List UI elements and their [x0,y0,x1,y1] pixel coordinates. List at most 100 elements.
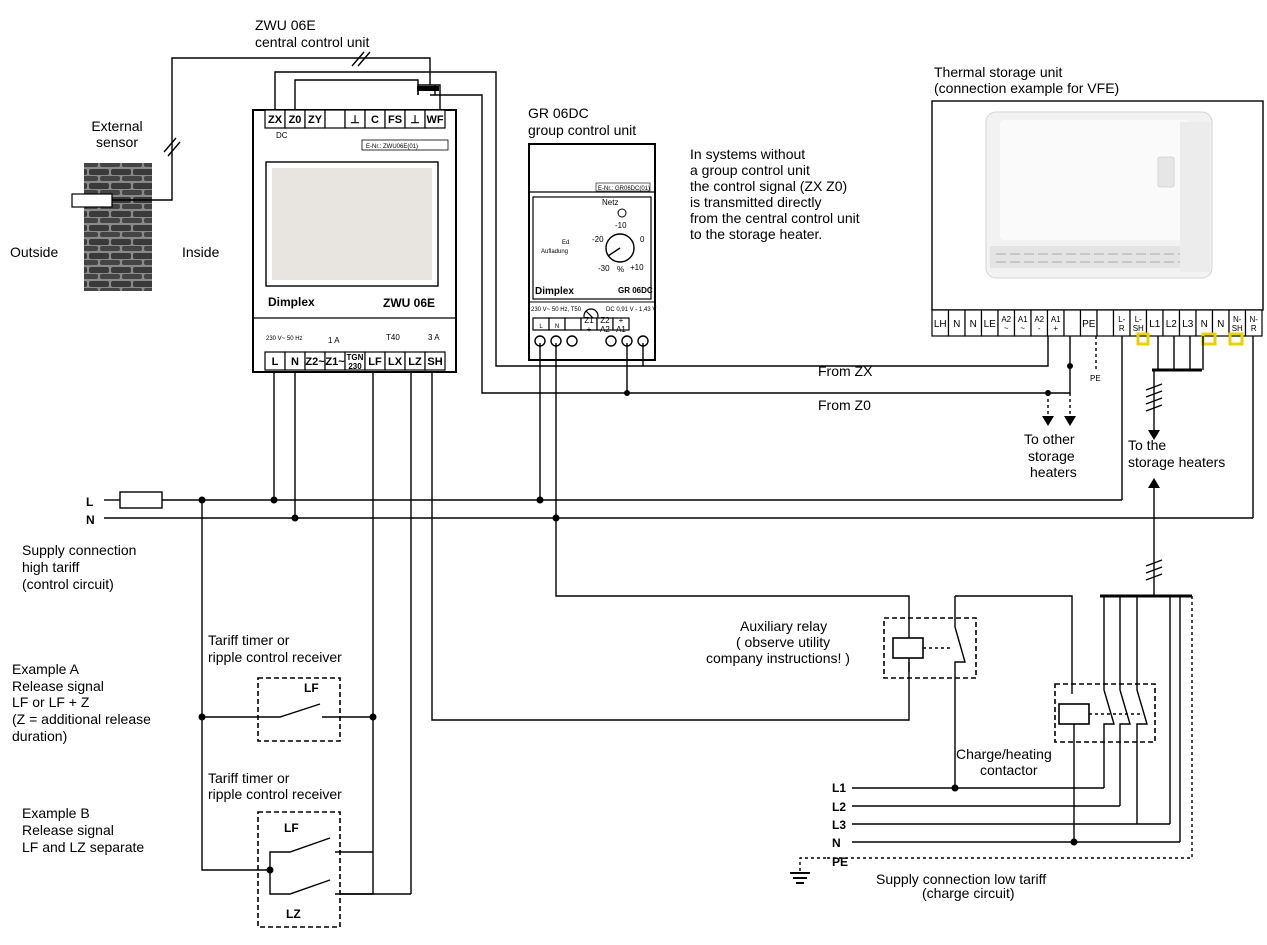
gr-subtitle: group control unit [528,122,636,138]
gr-terminal [564,317,582,331]
gr-scale-percent: % [617,265,624,274]
storage-terminal-label: LE [984,319,997,330]
contactor-coil [1058,703,1090,725]
zwu-bottom-terminal-label: LF [368,356,382,368]
tariff-timer-a-2: ripple control receiver [208,649,342,665]
gr-terminal-label: + [587,325,592,334]
outside-label: Outside [10,244,58,260]
zwu-bottom-terminal [424,351,446,371]
gr-terminal-label: A2 [600,325,610,334]
gr-scale-zero: 0 [640,235,645,244]
zwu-top-terminal-label: ⊥ [410,114,420,126]
gr-model: GR 06DC [618,286,653,295]
storage-terminal-label: SH [1232,324,1243,333]
tariff-timer-a-1: Tariff timer or [208,632,290,648]
zwu-top-terminal [324,109,346,129]
zwu-fuse2: 3 A [428,333,440,342]
zwu-top-terminal-label: C [371,114,379,126]
storage-terminal-label: LH [934,319,947,330]
example-b-label-3: LF and LZ separate [22,839,144,855]
example-a-label-4: (Z = additional release [12,711,151,727]
gr-rating-2: DC 0,91 V - 1,43 V [606,307,656,313]
from-z0-label: From Z0 [818,397,871,413]
storage-pe-label: PE [1090,374,1101,383]
note-line-1: In systems without [690,146,805,162]
storage-terminal [1244,309,1263,337]
gr-rating-1: 230 V~ 50 Hz, T50 [531,307,582,313]
storage-terminal-label: L2 [1166,319,1178,330]
storage-terminal-label: L3 [1182,319,1194,330]
to-other-label-2: storage [1028,448,1075,464]
supply-high-label-1: Supply connection [22,542,136,558]
line-l-label: L [86,495,93,509]
zwu-subtitle: central control unit [255,34,370,50]
tariff-timer-b-1: Tariff timer or [208,770,290,786]
storage-terminal-label: L1 [1149,319,1161,330]
zwu-top-terminal-label: ZX [268,114,283,126]
fuse [119,491,163,509]
note-line-2: a group control unit [690,162,810,178]
note-line-5: from the central control unit [690,210,860,226]
unit-wires [198,343,910,895]
zwu-top-terminal [424,109,446,129]
gr-terminal-label: + [619,316,624,325]
note-line-3: the control signal (ZX Z0) [690,178,847,194]
from-zx-label: From ZX [818,363,873,379]
zwu-bottom-terminal-label: LX [388,356,403,368]
storage-terminal-label: N [953,319,960,330]
storage-terminal-label: N- [1250,315,1259,324]
storage-wiring: To other storage heaters To the storage … [1024,332,1254,596]
gr-brand: Dimplex [535,286,574,297]
note-line-4: is transmitted directly [690,194,821,210]
external-sensor [71,193,113,208]
lf-label-b: LF [284,821,299,835]
gr-dial-label-1: Ed [562,240,569,246]
brick-wall [84,163,152,291]
zwu-bottom-terminal-label: Z1~ [325,356,345,368]
tariff-timer-b-2: ripple control receiver [208,786,342,802]
zwu-bottom-terminal-label: LZ [408,356,422,368]
to-other-label-1: To other [1024,431,1075,447]
aux-label-3: company instructions! ) [706,650,850,666]
example-a-label-3: LF or LF + Z [12,694,90,710]
zwu-bottom-terminal-label: TGN [347,353,364,362]
zwu-model: ZWU 06E [383,296,435,310]
storage-unit: Thermal storage unit (connection example… [931,64,1264,383]
storage-terminal-label: ~ [1004,324,1009,333]
zwu-power-label: 230 V~ 50 Hz [266,336,303,342]
aux-label-2: ( observe utility [736,634,830,650]
gr-terminal-label: Z1 [584,316,594,325]
example-a-label-5: duration) [12,728,67,744]
storage-terminal-label: A2 [1001,315,1011,324]
gr-screw-terminal [605,335,617,347]
zwu-bottom-terminal-label: L [272,356,279,368]
top-wires: From ZX From Z0 [112,51,1071,413]
example-b-label-2: Release signal [22,822,114,838]
supply-high-label-3: (control circuit) [22,576,114,592]
gr-terminal-label: L [539,324,543,330]
heater-image [985,111,1213,279]
gr-terminal-label: N [555,324,559,330]
storage-terminal-label: N [1217,319,1224,330]
aux-relay-coil [892,637,924,659]
storage-title: Thermal storage unit [934,64,1063,80]
zwu-title: ZWU 06E [255,17,316,33]
storage-terminal-label: L- [1118,315,1125,324]
zwu-part-number: E-Nr.: ZWU06E(01) [366,144,418,150]
ground-icon [790,857,826,884]
supply-l1-label: L1 [832,781,846,795]
supply-low-label-1: Supply connection low tariff [876,871,1046,887]
gr-scale-minus10: -10 [615,221,627,230]
storage-terminal-label: SH [1133,324,1144,333]
zwu-display [272,168,432,280]
zwu-bottom-terminal-label: 230 [348,362,362,371]
example-b-label-1: Example B [22,805,90,821]
example-a-label-2: Release signal [12,678,104,694]
supply-l2-label: L2 [832,800,846,814]
zwu-top-terminal-label: ⊥ [350,114,360,126]
contactor-box [1054,683,1156,743]
storage-terminal-label: R [1251,324,1257,333]
